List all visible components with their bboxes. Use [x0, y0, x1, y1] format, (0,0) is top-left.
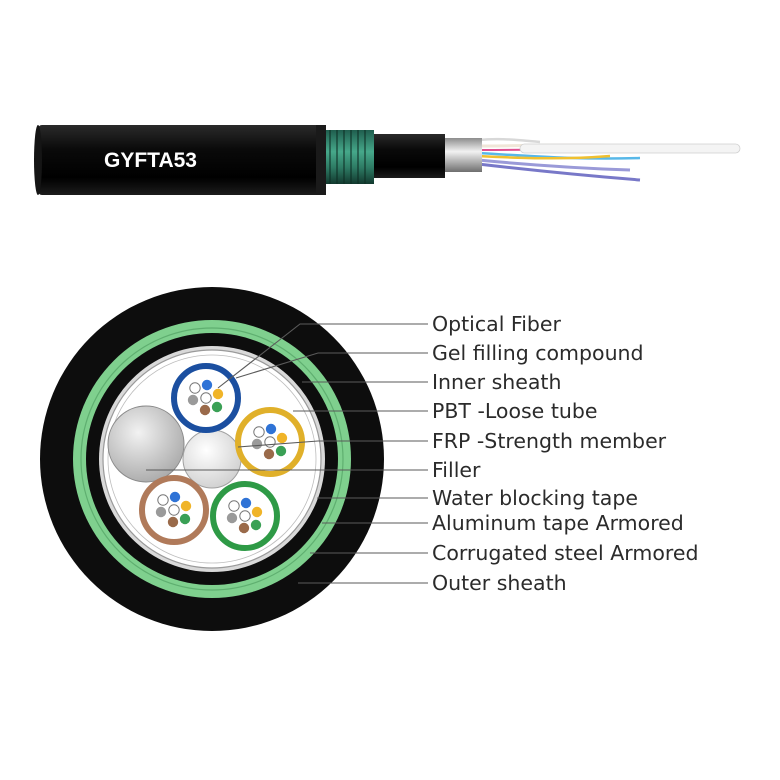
cable-cross-section [40, 287, 384, 631]
corrugated-steel-layer [322, 130, 374, 184]
label-inner-sheath: Inner sheath [432, 370, 561, 394]
labels: Optical Fiber Gel filling compound Inner… [432, 312, 698, 595]
fiber-dot [200, 392, 212, 404]
fiber-dot [253, 426, 265, 438]
fiber-dot [238, 522, 250, 534]
leader-optical-fiber [217, 323, 428, 389]
label-frp-strength-member: FRP -Strength member [432, 429, 667, 453]
label-aluminum-tape-armored: Aluminum tape Armored [432, 511, 684, 535]
inner-sheath-layer [370, 134, 445, 178]
label-optical-fiber: Optical Fiber [432, 312, 562, 336]
fiber-dot [228, 500, 240, 512]
fiber-dot [155, 506, 167, 518]
product-model: GYFTA53 [104, 149, 197, 172]
fiber-dot [276, 432, 288, 444]
frp-rod [519, 143, 741, 154]
label-water-blocking-tape: Water blocking tape [432, 486, 638, 510]
fiber-dot [251, 438, 263, 450]
fiber-dot [211, 401, 223, 413]
fiber-dot [265, 423, 277, 435]
label-outer-sheath: Outer sheath [432, 571, 567, 595]
label-filler: Filler [432, 458, 481, 482]
label-gel-filling-compound: Gel filling compound [432, 341, 644, 365]
fiber-dot [179, 513, 191, 525]
fiber-dot [264, 436, 276, 448]
fiber-dot [201, 379, 213, 391]
fiber-groups [155, 379, 288, 534]
leader-lines [146, 323, 428, 584]
fiber-dot [251, 506, 263, 518]
fiber-dot [240, 497, 252, 509]
label-corrugated-steel-armored: Corrugated steel Armored [432, 541, 698, 565]
fiber-dot [169, 491, 181, 503]
fiber-dot [250, 519, 262, 531]
filler-rod [107, 405, 185, 483]
fiber-dot [189, 382, 201, 394]
fiber-dot [239, 510, 251, 522]
fiber-dot [199, 404, 211, 416]
fiber-dot [187, 394, 199, 406]
frp-strength-member-rod [182, 429, 242, 489]
outer-jacket [34, 125, 326, 195]
fiber-dot [168, 504, 180, 516]
fiber-dot [167, 516, 179, 528]
cable-photo: GYFTA53 [34, 125, 741, 195]
fiber-dot [212, 388, 224, 400]
leader-gel-filling-compound [235, 352, 428, 379]
fiber-dot [157, 494, 169, 506]
label-pbt-loose-tube: PBT -Loose tube [432, 399, 597, 423]
fiber-dot [226, 512, 238, 524]
leader-frp-strength-member [237, 440, 428, 448]
fiber-dot [263, 448, 275, 460]
fiber-dot [275, 445, 287, 457]
aluminum-tape-layer [440, 138, 482, 172]
fiber-dot [180, 500, 192, 512]
